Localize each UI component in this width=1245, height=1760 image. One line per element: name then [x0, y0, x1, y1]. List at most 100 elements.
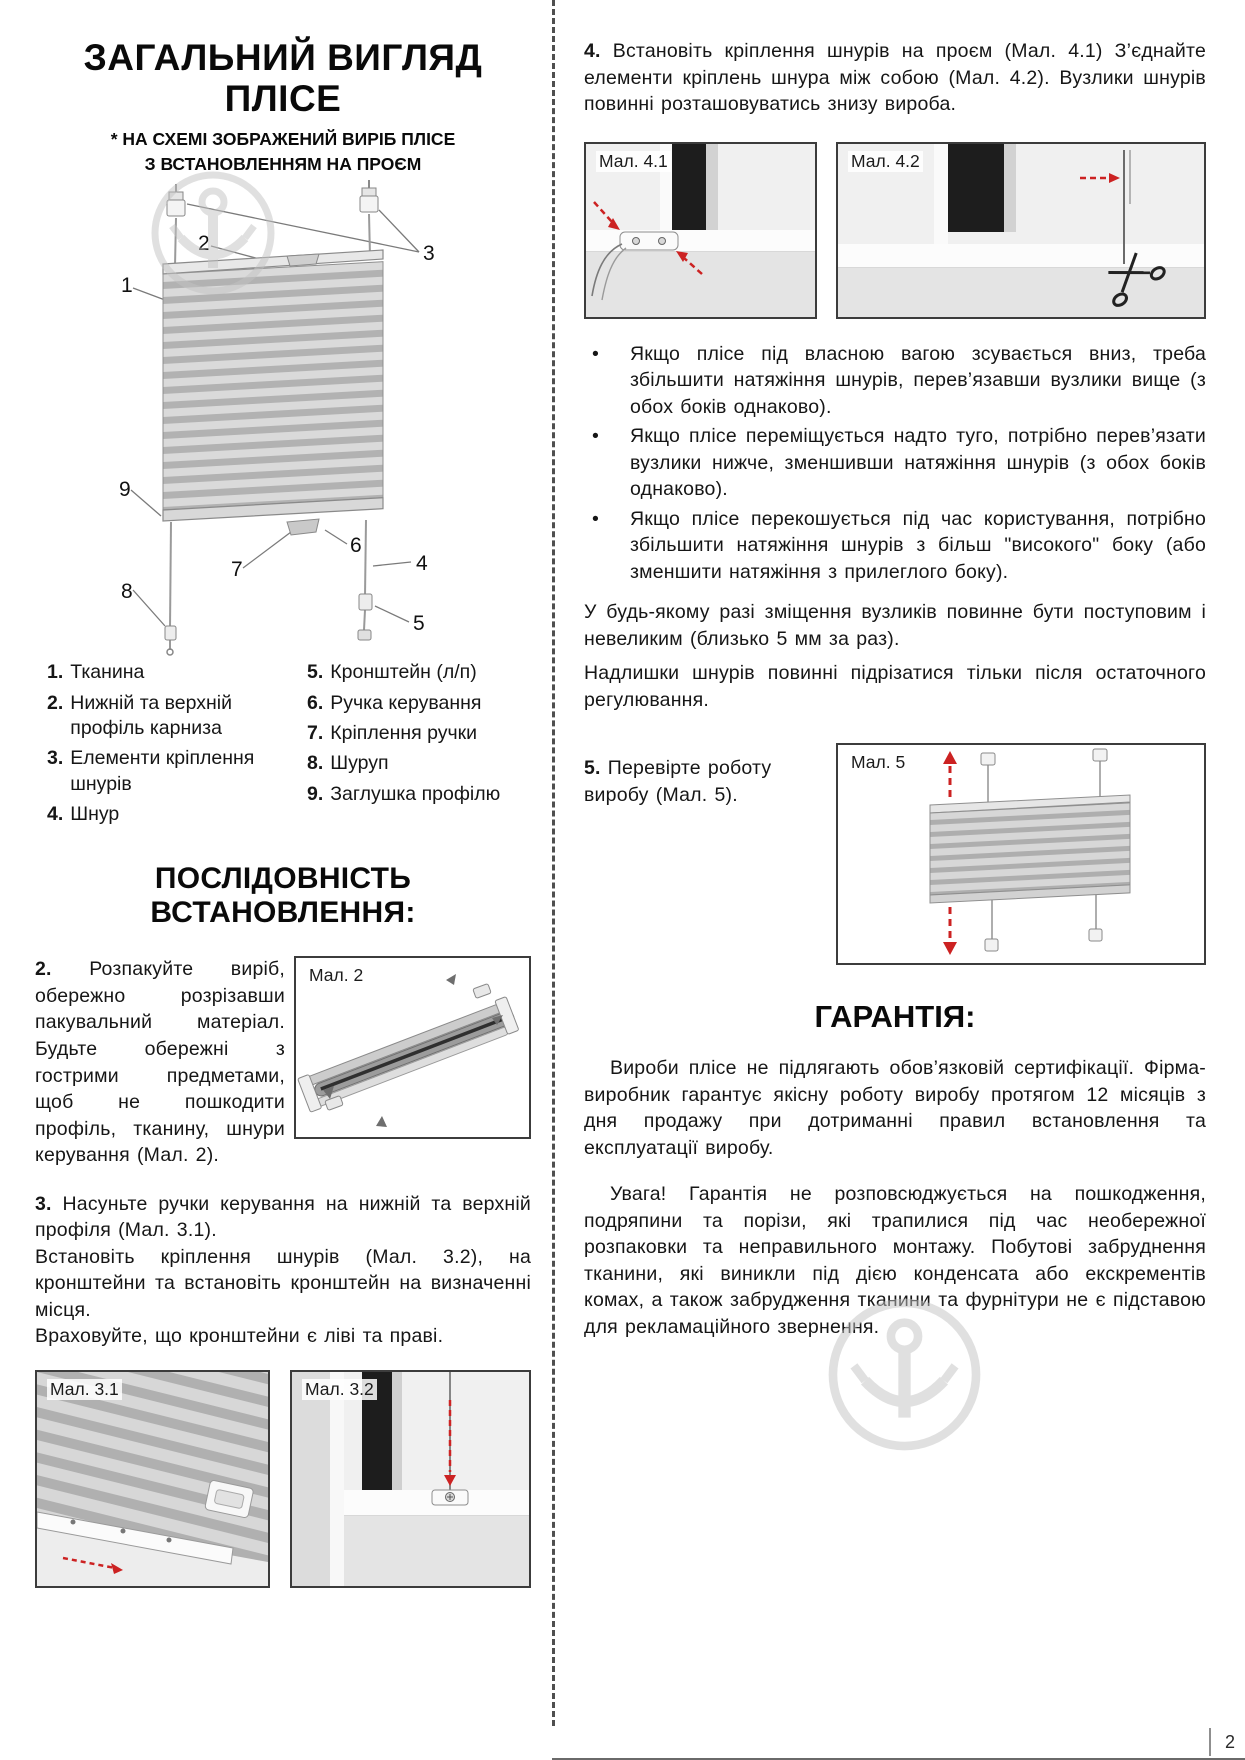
title-line-1: ЗАГАЛЬНИЙ ВИГЛЯД — [83, 37, 483, 78]
cord-fastener-top-left-icon — [166, 184, 186, 217]
legend-item: 2.Нижній та верхній профіль карниза — [47, 691, 307, 742]
red-guide-arrow-icon — [62, 1556, 123, 1574]
bracket-with-screw — [431, 1489, 469, 1506]
legend-text: Шуруп — [330, 752, 389, 775]
adjustment-tips-list: • Якщо плісе під власною вагою зсувається… — [584, 341, 1206, 586]
step-3-number: 3. — [35, 1192, 52, 1215]
callout-2: 2 — [198, 232, 210, 255]
figure-5: Мал. 5 — [836, 743, 1206, 966]
install-sequence-heading: ПОСЛІДОВНІСТЬ ВСТАНОВЛЕННЯ: — [150, 862, 416, 930]
step-2-body: Розпакуйте виріб, обережно розрізавши па… — [35, 958, 286, 1167]
red-arrow-up-icon — [943, 751, 957, 798]
window-glazing — [948, 143, 1004, 232]
figure-4-2-label: Мал. 4.2 — [848, 150, 923, 172]
legend-num: 1. — [47, 661, 64, 684]
warranty-paragraph-2: Увага! Гарантія не розповсюджується на п… — [584, 1183, 1206, 1338]
clip-pieces — [324, 984, 492, 1111]
legend-text: Ручка керування — [330, 691, 482, 714]
figures-3-row: Мал. 3.1 — [35, 1369, 531, 1588]
callout-1: 1 — [121, 274, 133, 297]
cord-line — [591, 242, 623, 296]
cord-fastener — [619, 231, 679, 251]
figure-2: Мал. 2 — [294, 956, 531, 1140]
callout-3: 3 — [423, 242, 435, 265]
subtitle-line-1: * НА СХЕМІ ЗОБРАЖЕНИЙ ВИРІБ ПЛІСЕ — [110, 129, 456, 150]
callout-6: 6 — [350, 534, 362, 557]
figure-4-1: Мал. 4.1 — [584, 141, 817, 319]
cord-lines — [987, 761, 1101, 940]
callout-5: 5 — [413, 612, 425, 635]
subtitle: * НА СХЕМІ ЗОБРАЖЕНИЙ ВИРІБ ПЛІСЕ З ВСТА… — [35, 127, 531, 176]
tip-item: •Якщо плісе переміщується надто туго, по… — [584, 423, 1206, 503]
tip-text: Якщо плісе перекошується під час користу… — [630, 507, 1206, 583]
unpack-arrows-icon — [323, 974, 503, 1128]
figure-4-2: Мал. 4.2 — [836, 141, 1206, 319]
red-dash-arrow-icon — [1080, 172, 1120, 183]
note-text-2: Надлишки шнурів повинні підрізатися тіль… — [584, 662, 1206, 711]
legend-num: 4. — [47, 803, 64, 826]
bullet-icon: • — [592, 425, 599, 448]
legend-text: Кріплення ручки — [330, 722, 478, 745]
page-title: ЗАГАЛЬНИЙ ВИГЛЯД ПЛІСЕ — [35, 37, 531, 119]
legend-text: Тканина — [70, 661, 145, 684]
legend-item: 1. Тканина — [47, 660, 307, 685]
tip-item: • Якщо плісе перекошується під час корист… — [584, 506, 1206, 586]
legend-item: 6. Ручка керування — [307, 691, 519, 716]
figure-3-2-label: Мал. 3.2 — [302, 1378, 377, 1400]
callout-9: 9 — [119, 478, 131, 501]
tip-text: Якщо плісе під власною вагою зсувається … — [630, 342, 1206, 418]
step-2-block: 2. Розпакуйте виріб, обережно розрізавши… — [35, 956, 531, 1168]
legend-text: Заглушка профілю — [330, 782, 501, 805]
right-column: 4. Встановіть кріплення шнурів на проєм … — [584, 38, 1206, 1340]
legend-item: 5.Кронштейн (л/п) — [307, 660, 519, 685]
blind-overview-diagram: 1 2 3 4 5 6 7 8 9 — [119, 180, 435, 657]
control-handle — [204, 1479, 254, 1518]
red-arrow-down-icon — [444, 1399, 456, 1486]
figure-3-2: Мал. 3.2 — [290, 1369, 531, 1588]
cord-end-left-icon — [164, 625, 177, 657]
figure-4-1-label: Мал. 4.1 — [596, 150, 671, 172]
cord-fasteners — [980, 748, 1108, 952]
legend-item: 8.Шуруп — [307, 751, 519, 776]
legend-item: 9.Заглушка профілю — [307, 782, 519, 807]
pleated-fabric — [929, 802, 1131, 896]
note-text-1: У будь-якому разі зміщення вузликів пови… — [584, 601, 1206, 650]
step-3-text-1: 3. Насуньте ручки керування на нижній та… — [35, 1191, 531, 1244]
figure-4-2-drawing — [838, 143, 1204, 317]
parts-legend: 1. Тканина 2.Нижній та верхній профіль ка… — [35, 660, 531, 832]
bottom-handle — [286, 518, 320, 536]
step-2-text: 2. Розпакуйте виріб, обережно розрізавши… — [35, 956, 285, 1168]
legend-item: 7.Кріплення ручки — [307, 721, 519, 746]
callout-8: 8 — [121, 580, 133, 603]
legend-item: 3.Елементи кріплення шнурів — [47, 746, 307, 797]
figures-4-row: Мал. 4.1 — [584, 141, 1206, 319]
red-arrow-icon — [593, 200, 703, 275]
figure-5-label: Мал. 5 — [848, 752, 909, 774]
legend-num: 6. — [307, 691, 324, 714]
warranty-heading: ГАРАНТІЯ: — [814, 999, 976, 1035]
figure-2-drawing — [297, 974, 519, 1128]
step-5-number: 5. — [584, 757, 601, 780]
title-line-2: ПЛІСЕ — [224, 77, 342, 119]
step-5-block: 5. Перевірте роботу виробу (Мал. 5). Мал… — [584, 743, 1206, 966]
window-glazing — [672, 143, 706, 230]
figure-5-drawing — [929, 748, 1131, 956]
red-arrow-down-icon — [943, 907, 957, 956]
legend-num: 2. — [47, 691, 64, 714]
left-column: ЗАГАЛЬНИЙ ВИГЛЯД ПЛІСЕ * НА СХЕМІ ЗОБРАЖ… — [35, 26, 531, 1588]
bullet-icon: • — [592, 507, 599, 530]
legend-column-2: 5.Кронштейн (л/п) 6. Ручка керування 7.Кр… — [307, 660, 519, 832]
pleated-fabric — [162, 261, 384, 511]
bullet-icon: • — [592, 342, 599, 365]
step-4-body: Встановіть кріплення шнурів на проєм (Ма… — [584, 40, 1206, 116]
callout-7: 7 — [231, 558, 243, 581]
legend-text: Кронштейн (л/п) — [330, 661, 477, 684]
window-sill — [838, 243, 1204, 268]
step-4-number: 4. — [584, 40, 601, 62]
warranty-paragraph-1: Вироби плісе не підлягають обов’язковій … — [584, 1057, 1206, 1159]
step-5-text: 5. Перевірте роботу виробу (Мал. 5). — [584, 743, 806, 965]
rolled-profiles — [297, 997, 519, 1113]
scissors-icon — [1108, 252, 1166, 307]
legend-text: Шнур — [70, 803, 120, 826]
